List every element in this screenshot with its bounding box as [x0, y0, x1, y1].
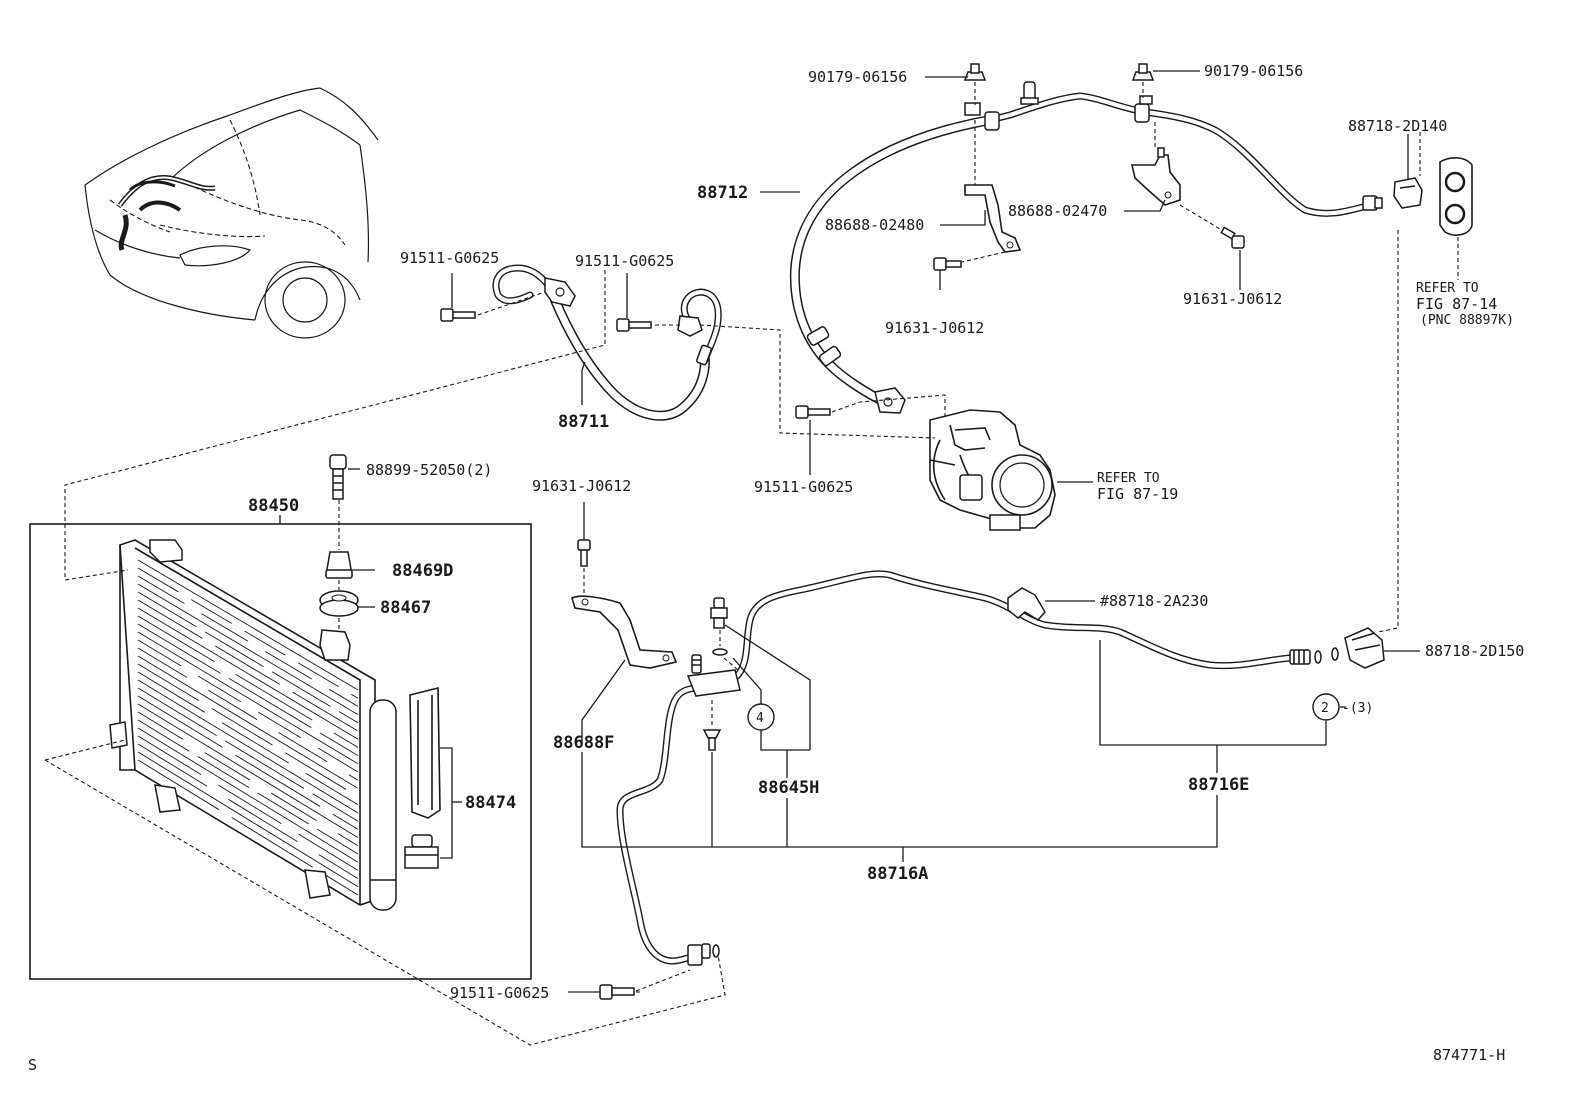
vehicle-location-sketch [84, 87, 379, 339]
condenser-fin [137, 655, 359, 789]
condenser-fin [137, 615, 359, 748]
compressor-icon [929, 409, 1056, 531]
bolt-91511-g0625-compressor-icon [795, 405, 831, 419]
label-tube-h: 88645H [758, 778, 819, 798]
plug-88899-52050-icon [329, 454, 347, 500]
bolt-91511-g0625-b-icon [616, 318, 652, 332]
bracket-88688-02480-icon [964, 184, 1022, 253]
bracket-88688f-icon [571, 595, 678, 669]
condenser-fin [137, 631, 359, 765]
condenser-fin [137, 583, 359, 715]
condenser-fin [137, 607, 359, 740]
label-bolt-clamp: 91631-J0612 [532, 477, 631, 495]
condenser-fin [137, 623, 359, 756]
condenser-fin [137, 687, 359, 822]
condenser-group-box [29, 523, 532, 980]
condenser-fin [137, 647, 359, 781]
label-bolt-compressor: 91511-G0625 [754, 478, 853, 496]
bolt-91631-j0612-right-icon [1220, 226, 1245, 249]
condenser-fin [137, 559, 359, 691]
clip-nut-right-icon [1131, 63, 1155, 81]
label-tube-e: 88716E [1188, 775, 1249, 795]
label-bolt-bracket-1: 91631-J0612 [885, 319, 984, 337]
receiver-bracket-icon [409, 686, 441, 819]
label-hose-discharge: 88712 [697, 183, 748, 203]
label-circle-4: 4 [756, 711, 764, 726]
condenser-fin [137, 711, 359, 847]
label-seal-plate: 88718-2D140 [1348, 117, 1447, 135]
discharge-hose-assembly [789, 81, 1383, 414]
cushion-88469d-icon [325, 551, 353, 579]
circle-2-marker [1312, 693, 1340, 721]
label-hose-suction: 88711 [558, 412, 609, 432]
condenser-fin [137, 567, 359, 699]
label-nut: 88718-2D150 [1425, 642, 1524, 660]
condenser-fin [137, 663, 359, 797]
label-bracket-2: 88688-02470 [1008, 202, 1107, 220]
label-clamp: #88718-2A230 [1100, 592, 1208, 610]
bolt-91631-j0612-clamp-icon [577, 539, 591, 567]
condenser-icon [109, 539, 397, 911]
condenser-fin [137, 743, 359, 879]
label-bolt-a: 91511-G0625 [400, 249, 499, 267]
label-plug: 88899-52050(2) [366, 461, 492, 479]
condenser-fin [137, 695, 359, 830]
condenser-fin [137, 719, 359, 855]
leader-lines [279, 70, 1420, 993]
bolt-91631-j0612-left-icon [933, 257, 962, 271]
part-labels: 90179-06156 90179-06156 88712 88688-0248… [28, 62, 1524, 1074]
figure-number: 874771-H [1433, 1046, 1505, 1064]
bolt-91511-g0625-bottom-icon [599, 984, 635, 1000]
condenser-fin [137, 575, 359, 707]
label-bolt-top-right: 90179-06156 [1204, 62, 1303, 80]
fitting-nut-2d150-icon [1344, 627, 1385, 669]
seal-plate-icon [1439, 157, 1473, 236]
label-bolt-b: 91511-G0625 [575, 252, 674, 270]
label-condenser: 88450 [248, 496, 299, 516]
condenser-fin [137, 599, 359, 732]
condenser-fin [137, 671, 359, 806]
screw-block-icon [702, 729, 722, 751]
condenser-fin [137, 679, 359, 814]
bolt-91511-g0625-a-icon [440, 308, 476, 322]
fitting-nut-2d140-icon [1393, 177, 1423, 209]
label-bolt-bracket-2: 91631-J0612 [1183, 290, 1282, 308]
label-oring-qty: -(3) [1342, 701, 1373, 716]
condenser-fin [137, 591, 359, 724]
bracket-88688-02470-icon [1130, 147, 1181, 206]
condenser-fin [137, 727, 359, 863]
label-refer-87-14-line2: FIG 87-14 [1416, 295, 1497, 313]
condenser-fin [137, 703, 359, 838]
label-bracket-f: 88688F [553, 733, 614, 753]
label-tube-a: 88716A [867, 864, 928, 884]
label-bolt-bottom: 91511-G0625 [450, 984, 549, 1002]
condenser-fin [137, 759, 359, 896]
label-receiver: 88474 [465, 793, 516, 813]
suction-hose-assembly [492, 264, 722, 421]
clamp-88718-2a230-icon [1007, 587, 1046, 621]
condenser-fin [137, 751, 359, 888]
label-bracket-1: 88688-02480 [825, 216, 924, 234]
condenser-fin [137, 735, 359, 871]
label-circle-2: 2 [1321, 701, 1329, 716]
label-refer-87-19-line2: FIG 87-19 [1097, 485, 1178, 503]
expansion-valve-icon [710, 597, 728, 629]
label-cushion-d: 88469D [392, 561, 453, 581]
corner-mark: S [28, 1056, 37, 1074]
receiver-cap-icon [404, 834, 439, 869]
label-bolt-top-left: 90179-06156 [808, 68, 907, 86]
label-refer-87-14-line3: (PNC 88897K) [1420, 313, 1514, 328]
condenser-fin [137, 639, 359, 773]
label-refer-87-19-line1: REFER TO [1097, 471, 1160, 486]
label-refer-87-14-line1: REFER TO [1416, 281, 1479, 296]
cushion-88467-icon [319, 590, 359, 617]
label-cushion: 88467 [380, 598, 431, 618]
liquid-tube-assembly [616, 570, 1322, 966]
